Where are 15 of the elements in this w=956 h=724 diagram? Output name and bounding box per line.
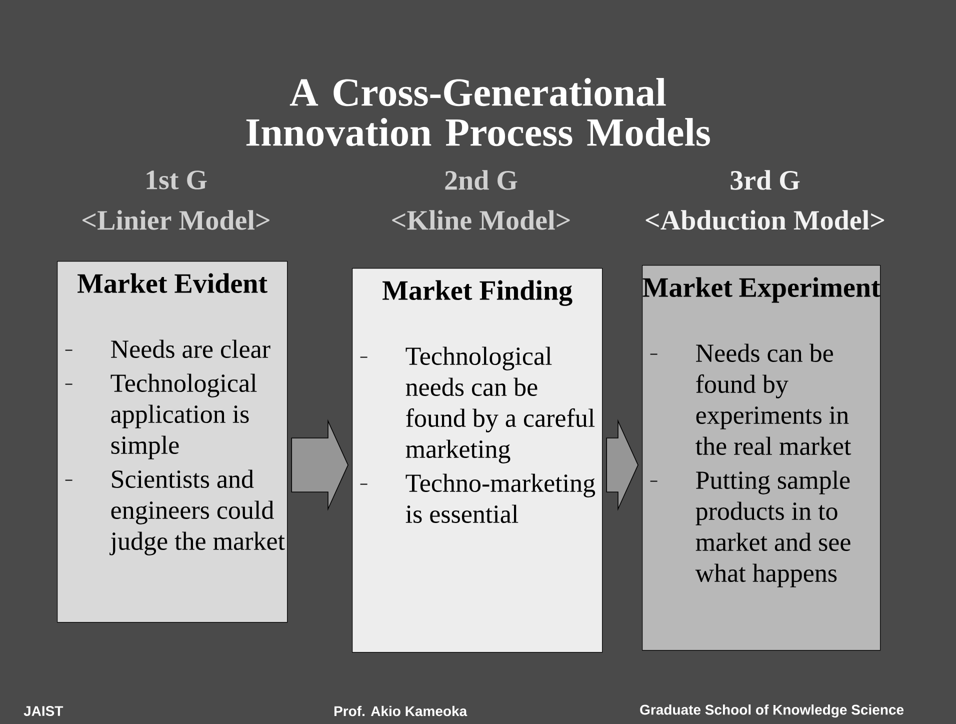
- column-header: <Abduction Model>: [646, 210, 884, 230]
- footer-text: JAIST: [24, 706, 64, 716]
- column-header: 1st G: [146, 170, 207, 190]
- text-box: Market Finding Technological needs can be found by a careful marketing Techno-marketing is essential: [352, 268, 603, 653]
- column-header: <Linier Model>: [82, 210, 270, 230]
- column-header: <Kline Model>: [392, 210, 570, 230]
- column-header: 3rd G: [730, 170, 800, 190]
- text-box: Market Experiment Needs can be found by experiments in the real market Putting sample products in to market and see what happens: [642, 265, 881, 651]
- block-arrow: [606, 419, 638, 511]
- text-box: Market Evident Needs are clear Technological application is simple Scientists and engineers could judge the market: [57, 261, 288, 623]
- footer-text: Graduate School of Knowledge Science: [640, 704, 904, 718]
- slide-title: A Cross-Generational Innovation Process Models: [246, 78, 710, 146]
- footer-text: Prof. Akio Kameoka: [334, 706, 468, 716]
- column-header: 2nd G: [445, 170, 518, 190]
- block-arrow: [291, 419, 348, 511]
